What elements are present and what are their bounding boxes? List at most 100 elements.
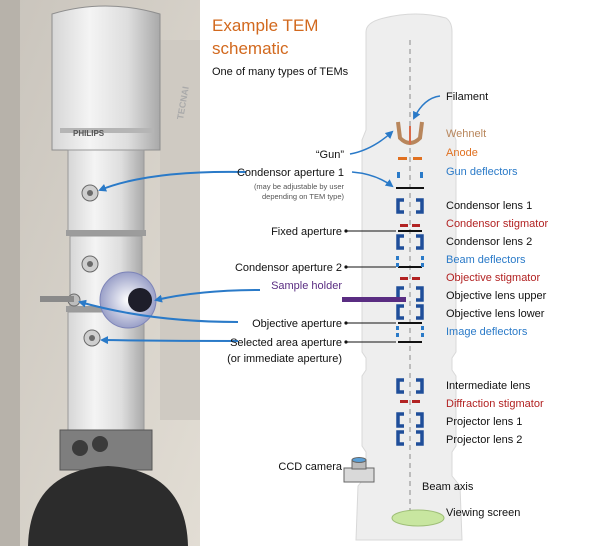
label-condensor-aperture-1-note-2: depending on TEM type) (262, 192, 345, 201)
sample-holder-rod (342, 297, 406, 302)
ccd-camera-icon (343, 457, 375, 483)
electron-gun (396, 121, 424, 178)
image-deflector-dot (396, 326, 399, 330)
label-selected-area-aperture-note: (or immediate aperture) (227, 353, 342, 365)
image-deflector-dot (396, 333, 399, 337)
label-gun-deflectors: Gun deflectors (446, 166, 518, 178)
arrow-objective-aperture (78, 299, 239, 323)
knob-center (87, 261, 93, 267)
selected-area-aperture-bar (398, 341, 422, 343)
label-condensor-aperture-1: Condensor aperture 1 (237, 167, 344, 179)
label-gun: “Gun” (316, 149, 344, 161)
photo-brand-text: PHILIPS (73, 129, 105, 138)
objective-lens-lower-left (396, 304, 404, 320)
column-lower-segment (67, 311, 145, 443)
photo-wall-panel (160, 40, 200, 420)
column-ring-1 (66, 230, 146, 236)
column-outline (355, 13, 463, 541)
label-filament: Filament (446, 91, 488, 103)
anode-right (413, 157, 422, 160)
label-beam-axis: Beam axis (422, 481, 474, 493)
beam-deflector-dot (396, 256, 399, 260)
projector-lens-2-left (396, 430, 404, 446)
label-anode: Anode (446, 147, 478, 159)
beam-deflector-dot (396, 263, 399, 267)
objective-aperture-rod (40, 296, 74, 302)
label-diffraction-stigmator: Diffraction stigmator (446, 398, 544, 410)
condensor-stigmator-right (412, 224, 420, 227)
condensor-lens-2-left (396, 234, 404, 250)
ccd-camera-body (343, 467, 375, 483)
image-deflectors (396, 326, 424, 337)
image-deflector-dot (421, 333, 424, 337)
photo-window-edge (0, 0, 20, 546)
beam-deflector-dot (421, 263, 424, 267)
figure-subtitle: One of many types of TEMs (212, 66, 349, 78)
fixed-aperture-bar (398, 230, 422, 232)
leader-dot (344, 229, 348, 233)
label-viewing-screen: Viewing screen (446, 507, 520, 519)
intermediate-lens-right (416, 378, 424, 394)
arrow-gun (349, 130, 394, 155)
ccd-camera-lens (351, 457, 367, 463)
knob-center (89, 335, 95, 341)
projector-lens-1-right (416, 412, 424, 428)
label-condensor-aperture-2: Condensor aperture 2 (235, 262, 342, 274)
arrow-selected-area-aperture (100, 336, 239, 345)
knob-center (87, 190, 93, 196)
figure-title-line-2: schematic (212, 39, 289, 58)
label-intermediate-lens: Intermediate lens (446, 380, 531, 392)
gun-deflector-right (420, 172, 423, 178)
arrow-sample-holder (154, 289, 261, 303)
leader-dot (344, 340, 348, 344)
label-condensor-lens-1: Condensor lens 1 (446, 200, 532, 212)
condensor-aperture-2-bar (398, 266, 422, 268)
anode-left (398, 157, 407, 160)
leader-dot (344, 321, 348, 325)
objective-lens-upper-right (416, 286, 424, 302)
label-objective-aperture: Objective aperture (252, 318, 342, 330)
label-projector-lens-1: Projector lens 1 (446, 416, 522, 428)
image-deflector-dot (421, 326, 424, 330)
condensor-lens-1-right (416, 198, 424, 214)
label-condensor-stigmator: Condensor stigmator (446, 218, 548, 230)
label-beam-deflectors: Beam deflectors (446, 254, 526, 266)
label-fixed-aperture: Fixed aperture (271, 226, 342, 238)
projection-chamber-base (28, 466, 188, 546)
column-upper-segment (67, 149, 145, 233)
projector-lens-2-right (416, 430, 424, 446)
label-projector-lens-2: Projector lens 2 (446, 434, 522, 446)
gun-housing (51, 5, 161, 151)
objective-aperture-bar (398, 322, 422, 324)
arrow-condensor-aperture-1 (98, 170, 247, 192)
microscope-photo: PHILIPS TECNAI (0, 0, 200, 546)
condensor-lens-1-left (396, 198, 404, 214)
sample-holder-port (128, 288, 152, 312)
viewing-screen-disc (391, 509, 445, 527)
gun-deflector-left (397, 172, 400, 178)
label-image-deflectors: Image deflectors (446, 326, 528, 338)
label-selected-area-aperture: Selected area aperture (230, 337, 342, 349)
label-condensor-aperture-1-note-1: (may be adjustable by user (254, 182, 345, 191)
objective-stigmator-right (412, 277, 420, 280)
gun-housing-band (60, 128, 154, 133)
label-objective-lens-lower: Objective lens lower (446, 308, 545, 320)
intermediate-lens-left (396, 378, 404, 394)
binocular-left (72, 440, 88, 456)
condensor-lens-2-right (416, 234, 424, 250)
label-objective-stigmator: Objective stigmator (446, 272, 540, 284)
label-wehnelt: Wehnelt (446, 128, 486, 140)
diffraction-stigmator-left (400, 400, 408, 403)
projector-lens-1-left (396, 412, 404, 428)
diffraction-stigmator-right (412, 400, 420, 403)
beam-deflector-dot (421, 256, 424, 260)
condensor-stigmator-left (400, 224, 408, 227)
label-condensor-lens-2: Condensor lens 2 (446, 236, 532, 248)
condensor-aperture-1-bar (396, 187, 424, 189)
arrow-filament (413, 95, 441, 120)
objective-lens-lower-right (416, 304, 424, 320)
beam-deflectors (396, 256, 424, 267)
label-objective-lens-upper: Objective lens upper (446, 290, 547, 302)
